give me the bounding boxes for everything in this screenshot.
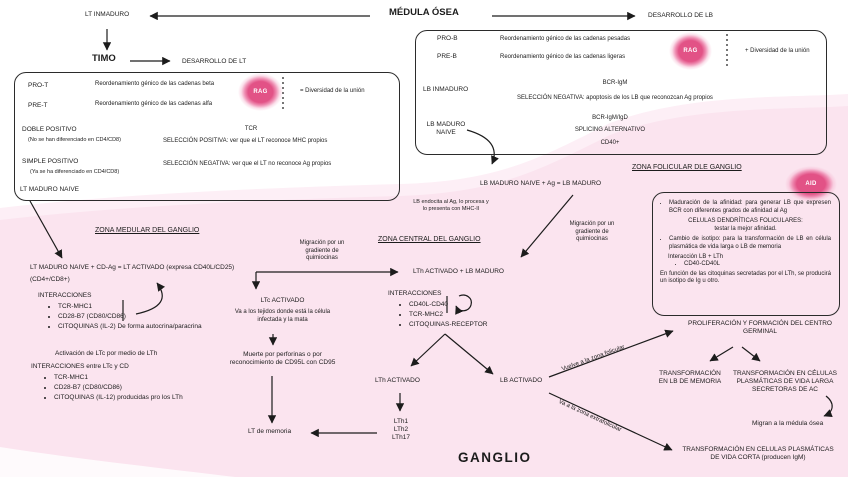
note-lb-endocita: LB endocita al Ag, lo procesa y lo prese…: [413, 199, 489, 212]
label-transf-corta: TRANSFORMACIÓN EN CELULAS PLASMÁTICAS DE…: [682, 446, 834, 462]
title-interacciones-medular: INTERACCIONES: [38, 292, 92, 299]
folicular-citoquinas: En función de las citoquinas secretadas …: [660, 270, 831, 285]
label-proliferacion: PROLIFERACIÓN Y FORMACIÓN DEL CENTRO GER…: [688, 320, 832, 336]
label-reord-pesadas: Reordenamiento génico de las cadenas pes…: [500, 36, 631, 42]
label-simple-positivo-sub: (Ya se ha diferenciado en CD4/CD8): [30, 169, 120, 175]
label-desarrollo-lb: DESARROLLO DE LB: [648, 12, 714, 19]
folicular-cd40: CD40-CD40L: [684, 261, 831, 269]
label-migracion-derecha: Migración por un gradiente de quimiocina…: [569, 221, 615, 242]
title-interacciones-central: INTERACCIONES: [388, 290, 442, 297]
label-seleccion-negativa-lt: SELECCIÓN NEGATIVA: ver que el LT no rec…: [163, 161, 332, 167]
arrow-vuelve-folicular: [548, 329, 674, 378]
title-zona-medular: ZONA MEDULAR DEL GANGLIO: [95, 227, 200, 234]
list-item: TCR-MHC1: [54, 374, 183, 382]
label-migracion-centro: Migración por un gradiente de quimiocina…: [299, 240, 345, 261]
list-item: CD40L-CD40: [409, 301, 488, 309]
label-lth-tipos: LTh1 LTh2 LTh17: [392, 418, 410, 442]
label-lb-inmaduro: LB INMADURO: [423, 86, 469, 93]
medula-box: [415, 30, 827, 155]
label-transf-larga: TRANSFORMACIÓN EN CÉLULAS PLASMÁTICAS DE…: [732, 370, 838, 394]
label-pro-b: PRO-B: [437, 35, 458, 42]
label-lth-lb-maduro: LTh ACTIVADO + LB MADURO: [413, 268, 504, 275]
label-diversidad-lt: = Diversidad de la unión: [300, 88, 365, 94]
arrow-activacion-curve: [135, 282, 166, 315]
label-seleccion-negativa-lb: SELECCIÓN NEGATIVA: apoptosis de los LB …: [517, 95, 713, 101]
list-item: CITOQUINAS (IL-2) De forma autocrina/par…: [58, 323, 202, 331]
arrow-lbmaduro-to-lth: [520, 194, 574, 258]
label-ltc-desc: Va a los tejidos donde está la célula in…: [234, 309, 331, 323]
folicular-dendriticas: CELULAS DENDRÍTICAS FOLICULARES: testar …: [688, 218, 803, 232]
list-item: TCR-MHC2: [409, 311, 488, 319]
label-muerte: Muerte por perforinas o por reconocimien…: [229, 351, 336, 367]
label-lt-activado: LT MADURO NAIVE + CD-Ag = LT ACTIVADO (e…: [30, 264, 235, 271]
label-reord-alfa: Reordenamiento génico de las cadenas alf…: [95, 101, 213, 107]
label-splicing: SPLICING ALTERNATIVO: [574, 127, 646, 133]
label-lb-maduro-ecuacion: LB MADURO NAIVE + Ag = LB MADURO: [480, 180, 602, 187]
label-reord-ligeras: Reordenamiento génico de las cadenas lig…: [500, 54, 626, 60]
arrow-ltmaduro-to-activado: [29, 200, 63, 259]
label-pre-b: PRE-B: [437, 53, 457, 60]
label-cd40: CD40+: [600, 140, 620, 146]
label-doble-positivo-sub: (No se han diferenciado en CD4/CD8): [28, 137, 121, 143]
arrow-migran-curve: [823, 395, 833, 417]
arrow-to-memoria-lb: [709, 346, 734, 362]
label-lb-activado: LB ACTIVADO: [500, 377, 543, 384]
label-bcr-igm-igd: BCR-IgM/IgD: [592, 115, 628, 121]
zona-folicular-content: Maduración de la afinidad: para generar …: [653, 193, 839, 286]
arrow-to-lthactivado: [410, 333, 446, 367]
title-medula-osea: MÉDULA ÓSEA: [389, 7, 459, 18]
timo-box: [14, 72, 400, 201]
arrow-interaccion-loop: [455, 294, 472, 315]
label-simple-positivo: SIMPLE POSITIVO: [22, 158, 79, 165]
title-zona-central: ZONA CENTRAL DEL GANGLIO: [378, 236, 481, 243]
label-doble-positivo: DOBLE POSITIVO: [22, 126, 77, 133]
list-item: TCR-MHC1: [58, 303, 202, 311]
label-pre-t: PRE-T: [28, 102, 48, 109]
label-activacion-ltc: Activación de LTc por medio de LTh: [55, 350, 158, 357]
folicular-maduracion: Maduración de la afinidad: para generar …: [669, 200, 831, 215]
title-interacciones-ltc: INTERACCIONES entre LTc y CD: [31, 363, 129, 370]
label-diversidad-lb: + Diversidad de la unión: [745, 48, 810, 54]
label-ltc-activado: LTc ACTIVADO: [260, 297, 305, 304]
arrow-to-vida-larga: [741, 346, 761, 362]
label-lt-activado-sub: (CD4+/CD8+): [30, 276, 70, 283]
label-lth-activado: LTh ACTIVADO: [375, 377, 420, 384]
interacciones-central-list: CD40L-CD40 TCR-MHC2 CITOQUINAS-RECEPTOR: [399, 301, 488, 331]
label-seleccion-positiva: SELECCIÓN POSITIVA: ver que el LT recono…: [163, 138, 328, 144]
label-bcr-igm: BCR-IgM: [602, 80, 628, 86]
title-zona-folicular: ZONA FOLICULAR DLE GANGLIO: [632, 164, 742, 171]
rag-badge-icon: RAG: [238, 73, 283, 111]
arrow-va-extrafolicular: [548, 392, 673, 451]
label-lt-memoria: LT de memoria: [248, 428, 292, 435]
title-timo: TIMO: [92, 53, 116, 64]
interacciones-medular-list: TCR-MHC1 CD28-B7 (CD80/CD86) CITOQUINAS …: [48, 303, 202, 333]
interacciones-ltc-list: TCR-MHC1 CD28-B7 (CD80/CD86) CITOQUINAS …: [44, 374, 183, 404]
rag-badge-icon-2: RAG: [669, 32, 712, 70]
list-item: CITOQUINAS-RECEPTOR: [409, 321, 488, 329]
label-lb-maduro-naive: LB MADURO NAIVE: [426, 121, 466, 137]
label-transf-memoria: TRANSFORMACIÓN EN LB DE MEMORIA: [658, 370, 722, 386]
zona-folicular-box: Maduración de la afinidad: para generar …: [652, 192, 840, 316]
label-tcr: TCR: [244, 126, 258, 132]
arrow-lbnaive-curve: [466, 129, 499, 165]
list-item: CITOQUINAS (IL-12) producidas pro los LT…: [54, 394, 183, 402]
list-item: CD28-B7 (CD80/CD86): [54, 384, 183, 392]
label-pro-t: PRO-T: [28, 82, 49, 89]
folicular-interaccion: Interacción LB + LTh: [668, 253, 724, 260]
label-migran-medula: Migran a la médula ósea: [752, 420, 824, 427]
label-desarrollo-lt: DESARROLLO DE LT: [182, 58, 247, 65]
list-item: CD28-B7 (CD80/CD86): [58, 313, 202, 321]
page-title-ganglio: GANGLIO: [458, 450, 532, 465]
label-reord-beta: Reordenamiento génico de las cadenas bet…: [95, 81, 215, 87]
label-lt-inmaduro: LT INMADURO: [85, 11, 130, 18]
arrow-to-lbactivado: [444, 333, 494, 375]
label-lt-maduro-naive: LT MADURO NAIVE: [20, 186, 79, 193]
folicular-cambio: Cambio de isotipo: para la transformació…: [669, 236, 831, 251]
